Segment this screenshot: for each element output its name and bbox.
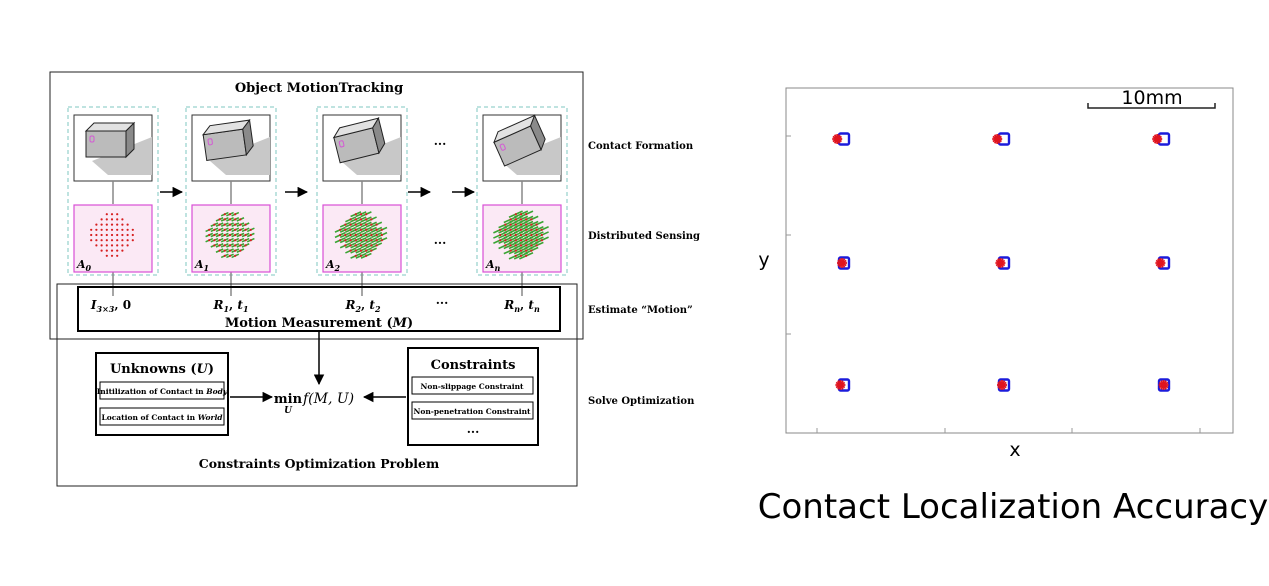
sensing-panel [191, 204, 271, 273]
estimate-marker [992, 134, 1003, 144]
unknowns-box [95, 352, 229, 436]
motion-label: R2, t2 [344, 298, 380, 314]
constraints-more: ··· [467, 425, 480, 439]
estimate-marker [995, 258, 1006, 268]
objective-expression: min U f(M, U) [274, 391, 354, 416]
estimate-marker [835, 380, 846, 390]
stage-label-solve-optimization: Solve Optimization [588, 396, 695, 407]
estimate-marker [837, 258, 847, 268]
plot-xlabel: x [1009, 439, 1020, 461]
unknown-item: Location of Contact in World [101, 413, 223, 422]
stage-label-estimate-motion: Estimate “Motion” [588, 305, 693, 316]
estimate-marker [1158, 380, 1169, 390]
motion-frame: An [476, 106, 568, 296]
scale-bar [1087, 103, 1216, 109]
plot-caption: Contact Localization Accuracy [758, 487, 1269, 527]
estimate-marker [997, 380, 1007, 390]
stage-label-contact-formation: Contact Formation [588, 141, 694, 152]
unknown-item: Initilization of Contact in Body [97, 387, 228, 396]
plot-frame [785, 87, 1234, 434]
scale-bar-label: 10mm [1121, 87, 1182, 109]
contact-markers [832, 132, 1171, 392]
sensing-panel [322, 204, 402, 273]
estimate-marker [1155, 258, 1166, 268]
object-cube-icon [84, 121, 136, 159]
motion-frame: A0 [67, 106, 159, 296]
motion-label: Rn, tn [503, 298, 540, 314]
sensing-dots [334, 211, 388, 259]
sensing-dots [205, 211, 255, 259]
tracking-title: Object MotionTracking [235, 81, 403, 96]
plot-ylabel: y [758, 249, 769, 271]
unknown-item-box [99, 407, 225, 426]
sensing-dots [493, 210, 549, 260]
optimization-caption: Constraints Optimization Problem [199, 456, 440, 471]
constraint-item-box [411, 401, 534, 420]
accuracy-plot: 10mm x y Contact Localization Accuracy [758, 87, 1269, 527]
motion-label: R1, t1 [212, 298, 248, 314]
constraint-item: Non-slippage Constraint [420, 382, 524, 391]
motion-measurement-label: Motion Measurement (M) [225, 316, 413, 331]
sensing-panel [482, 204, 562, 273]
motion-labels: I3×3, 0 R1, t1 R2, t2 Rn, tn [90, 298, 540, 314]
sensing-dots [90, 213, 134, 257]
estimate-marker [1152, 134, 1163, 144]
constraint-item-box [411, 376, 534, 395]
constraints-box [407, 347, 539, 446]
surface [501, 137, 561, 175]
stage-label-distributed-sensing: Distributed Sensing [588, 231, 700, 242]
unknowns-title: Unknowns (U) [110, 362, 214, 377]
unknown-item-box [99, 381, 225, 400]
objective-sub: U [284, 406, 293, 416]
motion-frame: A1 [185, 106, 277, 296]
sensing-panel [73, 204, 153, 273]
estimate-marker [832, 134, 843, 144]
optimization-box [56, 283, 578, 487]
tracking-box [49, 71, 584, 340]
object-cube-icon [493, 114, 546, 167]
constraints-title: Constraints [431, 358, 516, 373]
object-cube-icon [332, 116, 386, 164]
constraint-item: Non-penetration Constraint [413, 407, 531, 416]
ellipsis-motion: ··· [436, 296, 449, 310]
objective-min: min [274, 392, 303, 407]
object-cube-icon [202, 118, 254, 162]
plot-ticks [786, 135, 1201, 433]
motion-label: I3×3, 0 [90, 298, 131, 314]
surface [341, 137, 401, 175]
ellipsis-top: ··· [434, 137, 447, 151]
ellipsis-middle: ··· [434, 236, 447, 250]
objective-function: f(M, U) [302, 391, 354, 407]
motion-frame: A2 [316, 106, 408, 296]
